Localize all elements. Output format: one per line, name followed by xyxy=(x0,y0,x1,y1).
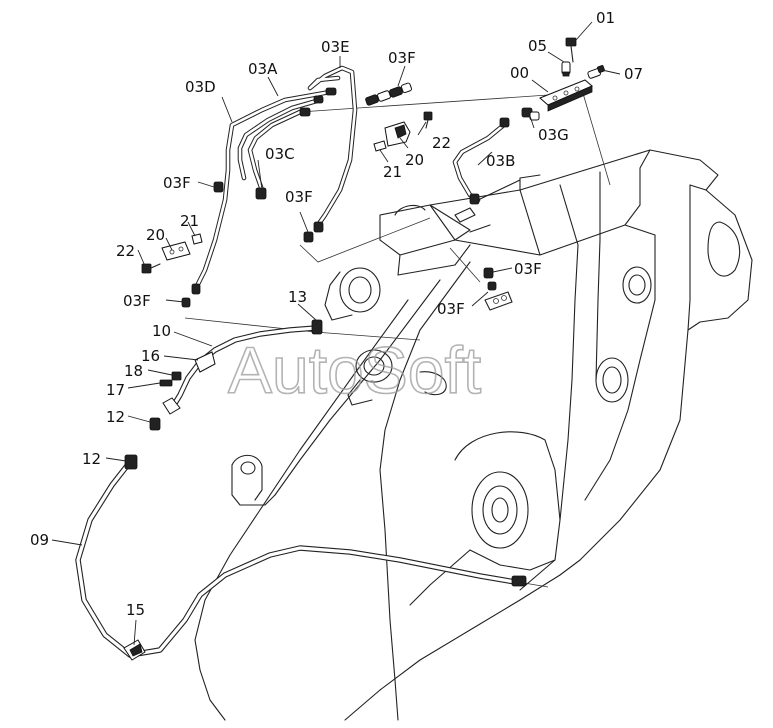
fitting-03C-end[interactable] xyxy=(255,187,267,200)
label-22-top: 22 xyxy=(432,134,451,152)
hose-09-end-fitting[interactable] xyxy=(511,575,527,587)
label-17: 17 xyxy=(106,381,125,399)
label-00: 00 xyxy=(510,64,529,82)
label-03F-top: 03F xyxy=(388,49,416,67)
label-20-left: 20 xyxy=(146,226,165,244)
label-22-left: 22 xyxy=(116,242,135,260)
label-03C: 03C xyxy=(265,145,295,163)
label-03F-right1: 03F xyxy=(514,260,542,278)
pipe-03D[interactable] xyxy=(193,89,333,291)
clamp-left-20-21-22[interactable] xyxy=(141,233,203,274)
adapter-12[interactable] xyxy=(124,417,161,470)
label-03F-right2: 03F xyxy=(437,300,465,318)
label-16: 16 xyxy=(141,347,160,365)
boom-structure xyxy=(194,149,753,721)
pipe-03C[interactable] xyxy=(247,109,303,193)
plug-07[interactable] xyxy=(587,65,605,79)
hose-10-bracket-16-17-18[interactable] xyxy=(159,351,216,415)
watermark: AutoSoft xyxy=(228,333,481,407)
callout-leaders xyxy=(51,21,621,646)
hose-09[interactable] xyxy=(75,459,518,658)
label-15: 15 xyxy=(126,601,145,619)
label-18: 18 xyxy=(124,362,143,380)
pipe-03E[interactable] xyxy=(307,65,358,228)
label-03F-mid: 03F xyxy=(285,188,313,206)
fitting-03F-top[interactable] xyxy=(365,82,413,106)
fitting-03B-end[interactable] xyxy=(469,117,510,205)
label-20-top: 20 xyxy=(405,151,424,169)
label-12-lower: 12 xyxy=(82,450,101,468)
label-03F-left: 03F xyxy=(163,174,191,192)
clamp-15[interactable] xyxy=(123,639,146,661)
manifold-block-00[interactable] xyxy=(539,79,593,112)
label-09: 09 xyxy=(30,531,49,549)
label-03A: 03A xyxy=(248,60,278,78)
fitting-05[interactable] xyxy=(561,61,571,77)
pipe-03A[interactable] xyxy=(237,97,323,181)
label-21-top: 21 xyxy=(383,163,402,181)
part-labels: 01 05 07 00 03E 03F 03A 03D 03G 22 20 21… xyxy=(30,9,643,619)
label-10: 10 xyxy=(152,322,171,340)
fitting-03G[interactable] xyxy=(521,107,540,121)
label-03F-lower: 03F xyxy=(123,292,151,310)
clamp-top-20-21-22[interactable] xyxy=(373,111,433,152)
fitting-03F-left[interactable] xyxy=(181,181,224,308)
fitting-03F-right[interactable] xyxy=(483,267,497,291)
label-07: 07 xyxy=(624,65,643,83)
adapter-13[interactable] xyxy=(311,319,323,335)
label-05: 05 xyxy=(528,37,547,55)
label-03D: 03D xyxy=(185,78,216,96)
label-12-upper: 12 xyxy=(106,408,125,426)
label-01: 01 xyxy=(596,9,615,27)
hose-10[interactable] xyxy=(169,325,319,411)
bolt-01[interactable] xyxy=(565,37,577,63)
label-13: 13 xyxy=(288,288,307,306)
label-03G: 03G xyxy=(538,126,569,144)
label-21-left: 21 xyxy=(180,212,199,230)
label-03E: 03E xyxy=(321,38,350,56)
fitting-03E-ends[interactable] xyxy=(299,87,337,243)
label-03B: 03B xyxy=(486,152,515,170)
